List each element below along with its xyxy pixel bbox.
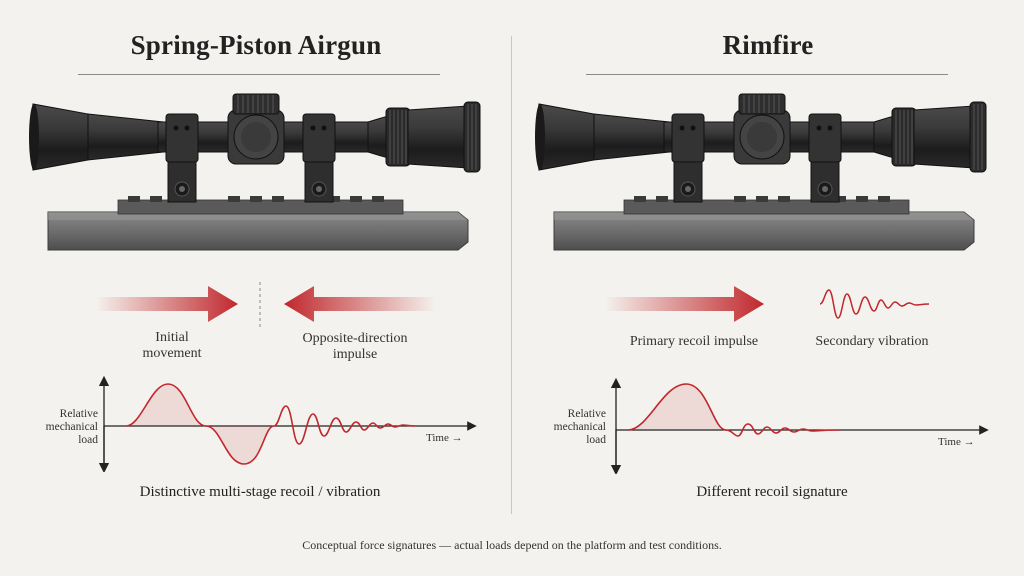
- panel-title-spring-piston: Spring-Piston Airgun: [130, 30, 382, 60]
- primary-recoil-label: Primary recoil impulse: [629, 334, 759, 349]
- initial-movement-arrow: [96, 286, 238, 322]
- opposite-impulse-arrow: [284, 286, 436, 322]
- spring-piston-panel: Spring-Piston Airgun Initial movement Op…: [0, 0, 512, 530]
- secondary-vibration-label: Secondary vibration: [815, 334, 929, 349]
- load-curve: [627, 383, 841, 437]
- force-signature-chart: [610, 378, 989, 474]
- panel-caption: Different recoil signature: [696, 484, 848, 500]
- title-rule: [78, 74, 440, 75]
- footer-note: Conceptual force signatures — actual loa…: [302, 538, 722, 552]
- initial-movement-label: Initial movement: [142, 330, 202, 361]
- time-axis-label: Time →: [938, 436, 975, 448]
- panel-divider: [511, 36, 512, 514]
- panel-title-rimfire: Rimfire: [722, 30, 814, 60]
- title-rule: [586, 74, 948, 75]
- primary-recoil-arrow: [604, 286, 764, 322]
- time-axis-label: Time →: [426, 432, 463, 444]
- load-fill: [628, 384, 726, 430]
- scope-rail-illustration: [28, 93, 481, 251]
- rimfire-panel: Rimfire Primary recoil impulse Secondary…: [512, 0, 1024, 530]
- secondary-vibration-wave: [819, 289, 930, 319]
- panel-caption: Distinctive multi-stage recoil / vibrati…: [139, 484, 381, 500]
- y-axis-label: Relative mechanical load: [45, 408, 98, 446]
- scope-rail-illustration: [534, 93, 987, 251]
- opposite-impulse-label: Opposite-direction impulse: [302, 331, 408, 362]
- load-curve: [125, 383, 417, 465]
- force-signature-chart: [98, 376, 477, 472]
- y-axis-label: Relative mechanical load: [553, 408, 606, 446]
- recoil-indicators: [604, 286, 930, 322]
- direction-arrows: [96, 282, 436, 328]
